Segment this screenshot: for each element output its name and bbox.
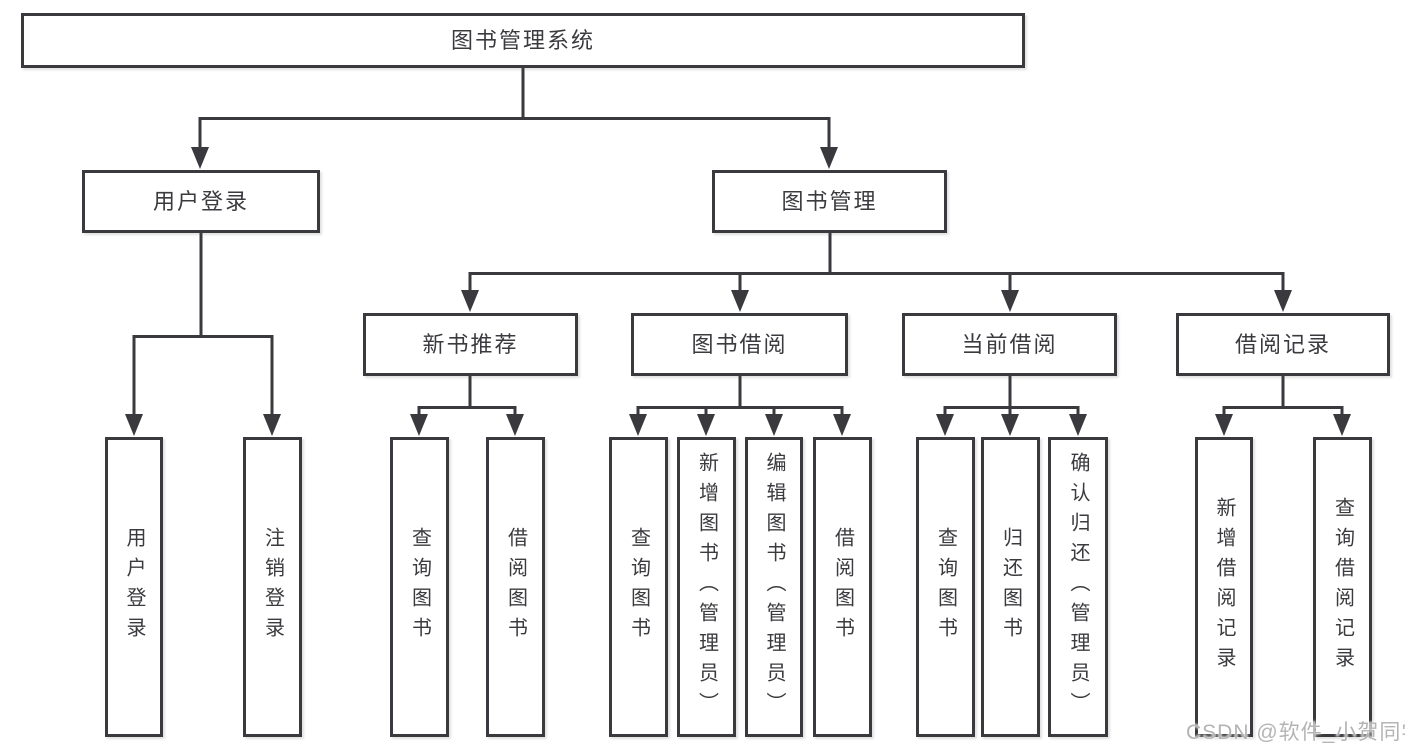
leaf-borrow-books-recommend: 借阅图书 [486,437,545,737]
node-label: 编辑图书（管理员） [763,452,785,722]
node-borrowing-records: 借阅记录 [1176,313,1390,376]
node-new-book-recommendation: 新书推荐 [363,313,578,376]
leaf-add-books-admin: 新增图书（管理员） [677,437,736,737]
node-label: 图书管理 [781,188,878,214]
node-label: 查询借阅记录 [1331,497,1354,677]
node-label: 归还图书 [999,527,1022,647]
leaf-edit-books-admin: 编辑图书（管理员） [745,437,803,737]
node-label: 新书推荐 [422,331,519,357]
node-label: 借阅图书 [831,527,854,647]
node-label: 新增借阅记录 [1213,497,1235,677]
leaf-query-books-recommend: 查询图书 [390,437,449,737]
node-label: 确认归还（管理员） [1067,452,1089,722]
leaf-logout-login: 注销登录 [243,437,302,737]
leaf-return-books: 归还图书 [981,437,1040,737]
node-label: 当前借阅 [961,331,1058,357]
watermark-csdn: CSDN @软件_小贺同学 [1186,721,1405,744]
node-label: 新增图书（管理员） [695,452,718,722]
leaf-query-borrow-record: 查询借阅记录 [1313,437,1372,737]
leaf-add-borrow-record: 新增借阅记录 [1195,437,1253,737]
node-current-borrowing: 当前借阅 [902,313,1117,376]
node-label: 查询图书 [408,527,431,647]
node-label: 借阅记录 [1234,331,1331,357]
node-book-borrowing: 图书借阅 [631,313,848,376]
node-user-login: 用户登录 [82,170,320,233]
node-label: 图书管理系统 [450,27,595,53]
node-label: 查询图书 [934,527,957,647]
leaf-user-login: 用户登录 [105,437,163,737]
node-label: 借阅图书 [504,527,527,647]
leaf-query-books-current: 查询图书 [916,437,975,737]
node-library-management-system: 图书管理系统 [21,13,1025,68]
leaf-query-books-borrowing: 查询图书 [609,437,668,737]
node-book-management: 图书管理 [712,170,947,233]
leaf-borrow-books-borrowing: 借阅图书 [813,437,872,737]
leaf-confirm-return-admin: 确认归还（管理员） [1048,437,1108,737]
node-label: 查询图书 [627,527,650,647]
node-label: 用户登录 [123,527,145,647]
node-label: 用户登录 [152,188,249,214]
node-label: 图书借阅 [691,331,788,357]
node-label: 注销登录 [261,527,284,647]
